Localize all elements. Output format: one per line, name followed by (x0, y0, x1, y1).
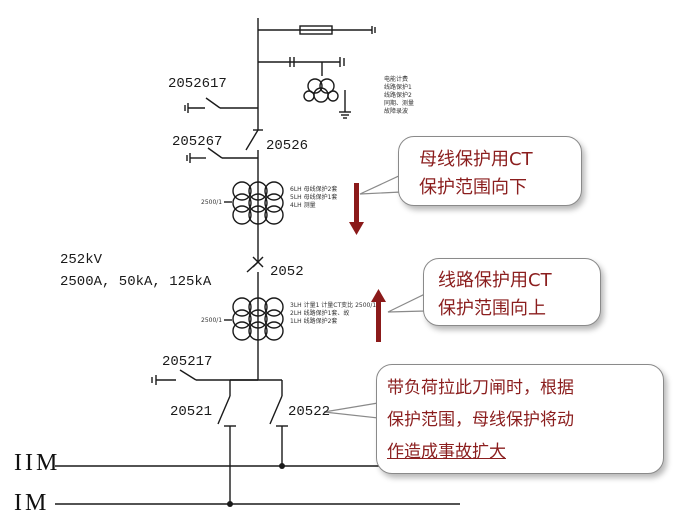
label-205267: 205267 (172, 134, 223, 150)
arrester-symbol (299, 25, 333, 35)
isolator-20526 (245, 129, 259, 151)
ct-note: 3LH 计量1 计量CT变比 2500/1 (290, 302, 377, 309)
arrow-up-head (371, 289, 386, 302)
pt-note: 同期、测量 (384, 100, 415, 107)
callout-line: 作造成事故扩大 (387, 442, 506, 462)
callout-line: 母线保护用CT (419, 149, 533, 170)
pt-note: 故障录波 (384, 108, 409, 115)
bubble-3-tail (323, 402, 379, 419)
label-2052: 2052 (270, 264, 304, 280)
label-205217: 205217 (162, 354, 213, 370)
bus-protection-callout: 母线保护用CT 保护范围向下 (398, 136, 582, 206)
bubble-2-tail (387, 293, 426, 313)
callout-line: 保护范围向下 (419, 177, 527, 198)
label-20521: 20521 (170, 404, 213, 420)
upper-ct-group (224, 181, 284, 225)
lower-ct-group (224, 297, 284, 341)
callout-line: 保护范围，母线保护将动 (387, 410, 574, 430)
line-protection-callout: 线路保护用CT 保护范围向上 (423, 258, 601, 326)
pt-notes: 电能计费 线路保护1 线路保护2 同期、测量 故障录波 (384, 76, 414, 116)
bubble-1-tail (359, 174, 402, 195)
voltage-label: 252kV (60, 252, 103, 268)
isolator-20521 (217, 395, 231, 425)
pt-note: 电能计费 (384, 76, 409, 83)
upper-ct-ratio: 2500/1 (201, 199, 223, 206)
potential-transformer (303, 78, 339, 103)
ct-note: 5LH 母线保护1套 (290, 194, 338, 201)
label-20522: 20522 (288, 404, 331, 420)
callout-line: 保护范围向上 (438, 298, 546, 319)
pt-note: 线路保护2 (384, 92, 412, 99)
pt-note: 线路保护1 (384, 84, 412, 91)
arrow-up-shaft (376, 300, 381, 342)
arrow-down-shaft (354, 183, 359, 223)
label-20526: 20526 (266, 138, 309, 154)
lower-ct-ratio: 2500/1 (201, 317, 223, 324)
warning-callout: 带负荷拉此刀闸时，根据 保护范围，母线保护将动 作造成事故扩大 (376, 364, 664, 474)
ct-note: 1LH 线路保护2套 (290, 318, 338, 325)
lower-ct-notes: 3LH 计量1 计量CT变比 2500/1 2LH 线路保护1套、故 1LH 线… (290, 302, 376, 326)
bus1-junction (227, 501, 233, 507)
bus-2-label: IIM (14, 450, 61, 476)
callout-line: 带负荷拉此刀闸时，根据 (387, 378, 574, 398)
ratings-label: 2500A, 50kA, 125kA (60, 274, 212, 290)
label-2052617: 2052617 (168, 76, 227, 92)
ct-note: 2LH 线路保护1套、故 (290, 310, 350, 317)
ct-note: 6LH 母线保护2套 (290, 186, 338, 193)
bus-1-label: IM (14, 490, 50, 516)
arrow-down-head (349, 222, 364, 235)
bus2-junction (279, 463, 285, 469)
ct-note: 4LH 测量 (290, 202, 316, 209)
callout-line: 线路保护用CT (438, 270, 552, 291)
upper-ct-notes: 6LH 母线保护2套 5LH 母线保护1套 4LH 测量 (290, 186, 337, 210)
isolator-20522 (269, 395, 283, 425)
